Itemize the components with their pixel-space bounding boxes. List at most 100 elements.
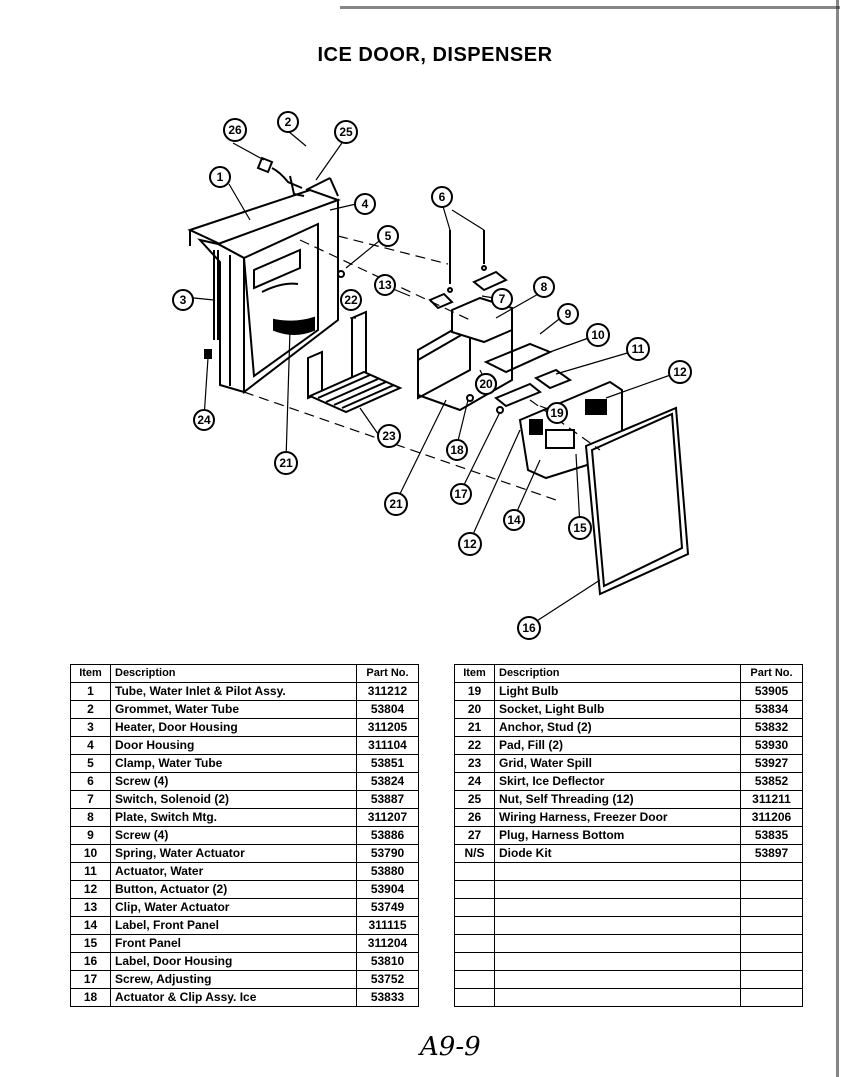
row-part-no [740,880,803,899]
row-description: Heater, Door Housing [110,718,357,737]
row-item: 9 [70,826,111,845]
row-part-no: 311205 [356,718,419,737]
row-description: Actuator, Water [110,862,357,881]
callout-27: 26 [223,118,247,142]
callout-9: 9 [557,303,579,325]
callout-5: 5 [377,225,399,247]
scan-edge-top [340,6,840,9]
table-row [454,862,803,881]
row-item [454,970,495,989]
svg-text:13: 13 [378,278,392,292]
row-description: Switch, Solenoid (2) [110,790,357,809]
row-item: 25 [454,790,495,809]
row-part-no: 311204 [356,934,419,953]
row-part-no: 53852 [740,772,803,791]
header-description: Description [110,664,357,683]
svg-text:11: 11 [632,342,645,356]
callout-8: 8 [533,276,555,298]
svg-text:9: 9 [565,307,572,321]
scan-edge-right [836,0,839,1077]
row-item: 24 [454,772,495,791]
svg-text:22: 22 [344,293,358,307]
row-item: 15 [70,934,111,953]
table-header-row: Item Description Part No. [454,664,803,683]
row-description: Actuator & Clip Assy. Ice [110,988,357,1007]
row-item [454,880,495,899]
row-item: 22 [454,736,495,755]
callout-3: 3 [172,289,194,311]
svg-text:23: 23 [382,429,396,443]
callout-25: 24 [193,409,215,431]
row-part-no: 53749 [356,898,419,917]
row-part-no [740,862,803,881]
svg-text:4: 4 [362,197,369,211]
callout-15: 15 [568,516,592,540]
svg-text:24: 24 [197,413,211,427]
svg-text:20: 20 [479,377,493,391]
row-part-no [740,970,803,989]
row-description [494,970,741,989]
row-item: 1 [70,682,111,701]
callout-12-lower: 12 [458,532,482,556]
row-item: 23 [454,754,495,773]
table-row [454,898,803,917]
row-description: Socket, Light Bulb [494,700,741,719]
row-part-no: 53752 [356,970,419,989]
svg-text:21: 21 [279,456,293,470]
row-part-no: 53832 [740,718,803,737]
row-part-no: 311104 [356,736,419,755]
svg-text:19: 19 [550,406,564,420]
row-item: 6 [70,772,111,791]
row-item: N/S [454,844,495,863]
row-part-no: 53886 [356,826,419,845]
row-description [494,880,741,899]
header-item: Item [70,664,111,683]
header-part-no: Part No. [356,664,419,683]
water-spill-grid-drawing [307,370,403,414]
row-part-no: 53834 [740,700,803,719]
row-description: Label, Front Panel [110,916,357,935]
svg-text:12: 12 [463,537,477,551]
row-item [454,988,495,1007]
row-item: 11 [70,862,111,881]
header-part-no: Part No. [740,664,803,683]
svg-text:18: 18 [450,443,464,457]
svg-text:7: 7 [499,292,506,306]
row-description: Grid, Water Spill [494,754,741,773]
table-row [454,934,803,953]
header-item: Item [454,664,495,683]
callout-18: 18 [446,439,468,461]
callout-2: 2 [277,111,299,133]
callout-20: 20 [475,373,497,395]
row-part-no: 311212 [356,682,419,701]
row-description: Nut, Self Threading (12) [494,790,741,809]
row-description: Tube, Water Inlet & Pilot Assy. [110,682,357,701]
row-part-no [740,952,803,971]
row-item: 21 [454,718,495,737]
row-item: 5 [70,754,111,773]
svg-text:2: 2 [285,115,292,129]
row-item [454,934,495,953]
svg-text:1: 1 [217,170,224,184]
row-description: Wiring Harness, Freezer Door [494,808,741,827]
callout-13: 13 [374,274,396,296]
row-description: Grommet, Water Tube [110,700,357,719]
row-item: 8 [70,808,111,827]
